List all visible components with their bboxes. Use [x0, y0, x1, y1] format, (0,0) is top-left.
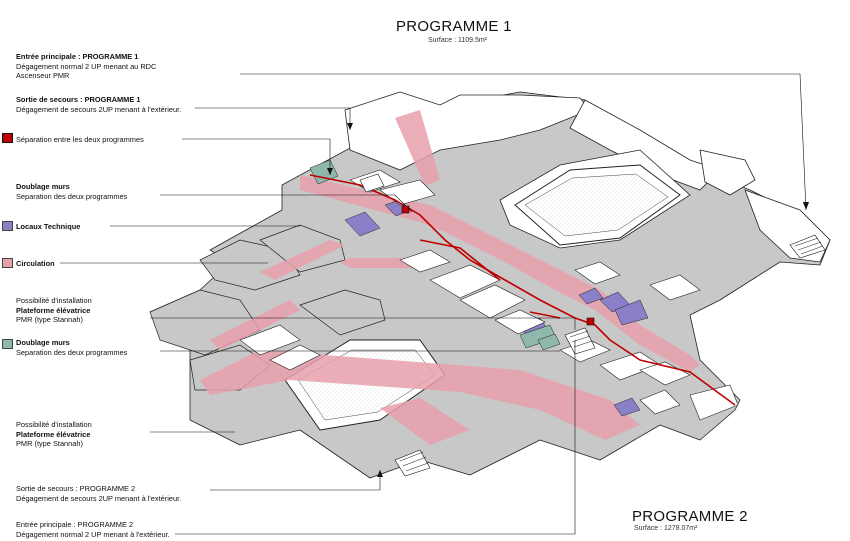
legend-title: Plateforme élévatrice [16, 429, 91, 439]
legend-entree-programme-1: Entrée principale : PROGRAMME 1 Dégageme… [16, 52, 156, 81]
legend-text: Separation des deux programmes [16, 347, 128, 357]
legend-text: Possibilité d'installation [16, 420, 92, 429]
doublage-swatch [2, 339, 13, 349]
programme-1-surface: Surface : 1109.5m² [428, 37, 488, 44]
legend-doublage-2: Doublage murs Separation des deux progra… [16, 338, 127, 357]
legend-doublage-1: Doublage murs Separation des deux progra… [16, 182, 127, 201]
programme-2-title: PROGRAMME 2 [632, 508, 748, 525]
legend-sortie-programme-1: Sortie de secours : PROGRAMME 1 Dégageme… [16, 95, 181, 114]
legend-title: Sortie de secours : PROGRAMME 1 [16, 95, 141, 104]
legend-title: Sortie de secours : PROGRAMME 2 [16, 484, 136, 493]
legend-entree-programme-2: Entrée principale : PROGRAMME 2 Dégageme… [16, 520, 170, 539]
legend-title: Entrée principale : PROGRAMME 2 [16, 520, 134, 529]
doublage-walls [309, 159, 561, 351]
legend-text: Separation des deux programmes [16, 191, 128, 201]
legend-text: Possibilité d'installation [16, 296, 92, 305]
legend-technique: Locaux Technique [16, 222, 80, 232]
legend-plateforme-2: Possibilité d'installation Plateforme él… [16, 420, 92, 449]
programme-2-surface: Surface : 1278.07m² [634, 525, 698, 532]
legend-separation: Séparation entre les deux programmes [16, 135, 144, 145]
separation-swatch [2, 133, 13, 143]
legend-title: Circulation [16, 259, 55, 268]
leader-arrowheads [327, 123, 809, 477]
circulation-swatch [2, 258, 13, 268]
courtyard-upper [514, 164, 681, 246]
leader-lines [60, 73, 807, 535]
legend-circulation: Circulation [16, 259, 55, 269]
separation-markers [401, 205, 595, 326]
legend-title: Doublage murs [16, 338, 70, 347]
legend-text: Dégagement de secours 2UP menant à l'ext… [16, 104, 182, 114]
legend-text: Séparation entre les deux programmes [16, 135, 144, 144]
legend-text: Ascenseur PMR [16, 71, 70, 80]
technical-rooms [344, 199, 649, 417]
programme-1-title: PROGRAMME 1 [396, 18, 512, 35]
legend-text: Dégagement normal 2 UP menant au RDC [16, 61, 157, 71]
legend-sortie-programme-2: Sortie de secours : PROGRAMME 2 Dégageme… [16, 484, 181, 503]
technique-swatch [2, 221, 13, 231]
legend-text: PMR (type Stannah) [16, 439, 83, 448]
legend-title: Doublage murs [16, 182, 70, 191]
legend-text: PMR (type Stannah) [16, 315, 83, 324]
legend-text: Dégagement de secours 2UP menant à l'ext… [16, 493, 182, 503]
legend-title: Entrée principale : PROGRAMME 1 [16, 52, 139, 61]
legend-plateforme-1: Possibilité d'installation Plateforme él… [16, 296, 92, 325]
legend-title: Locaux Technique [16, 222, 81, 231]
separation-line [309, 174, 736, 406]
legend-text: Dégagement normal 2 UP menant à l'extéri… [16, 529, 170, 539]
interior-rooms [239, 169, 739, 421]
stairs-icon [359, 173, 826, 477]
stair-treads [399, 237, 824, 472]
legend-title: Plateforme élévatrice [16, 305, 91, 315]
